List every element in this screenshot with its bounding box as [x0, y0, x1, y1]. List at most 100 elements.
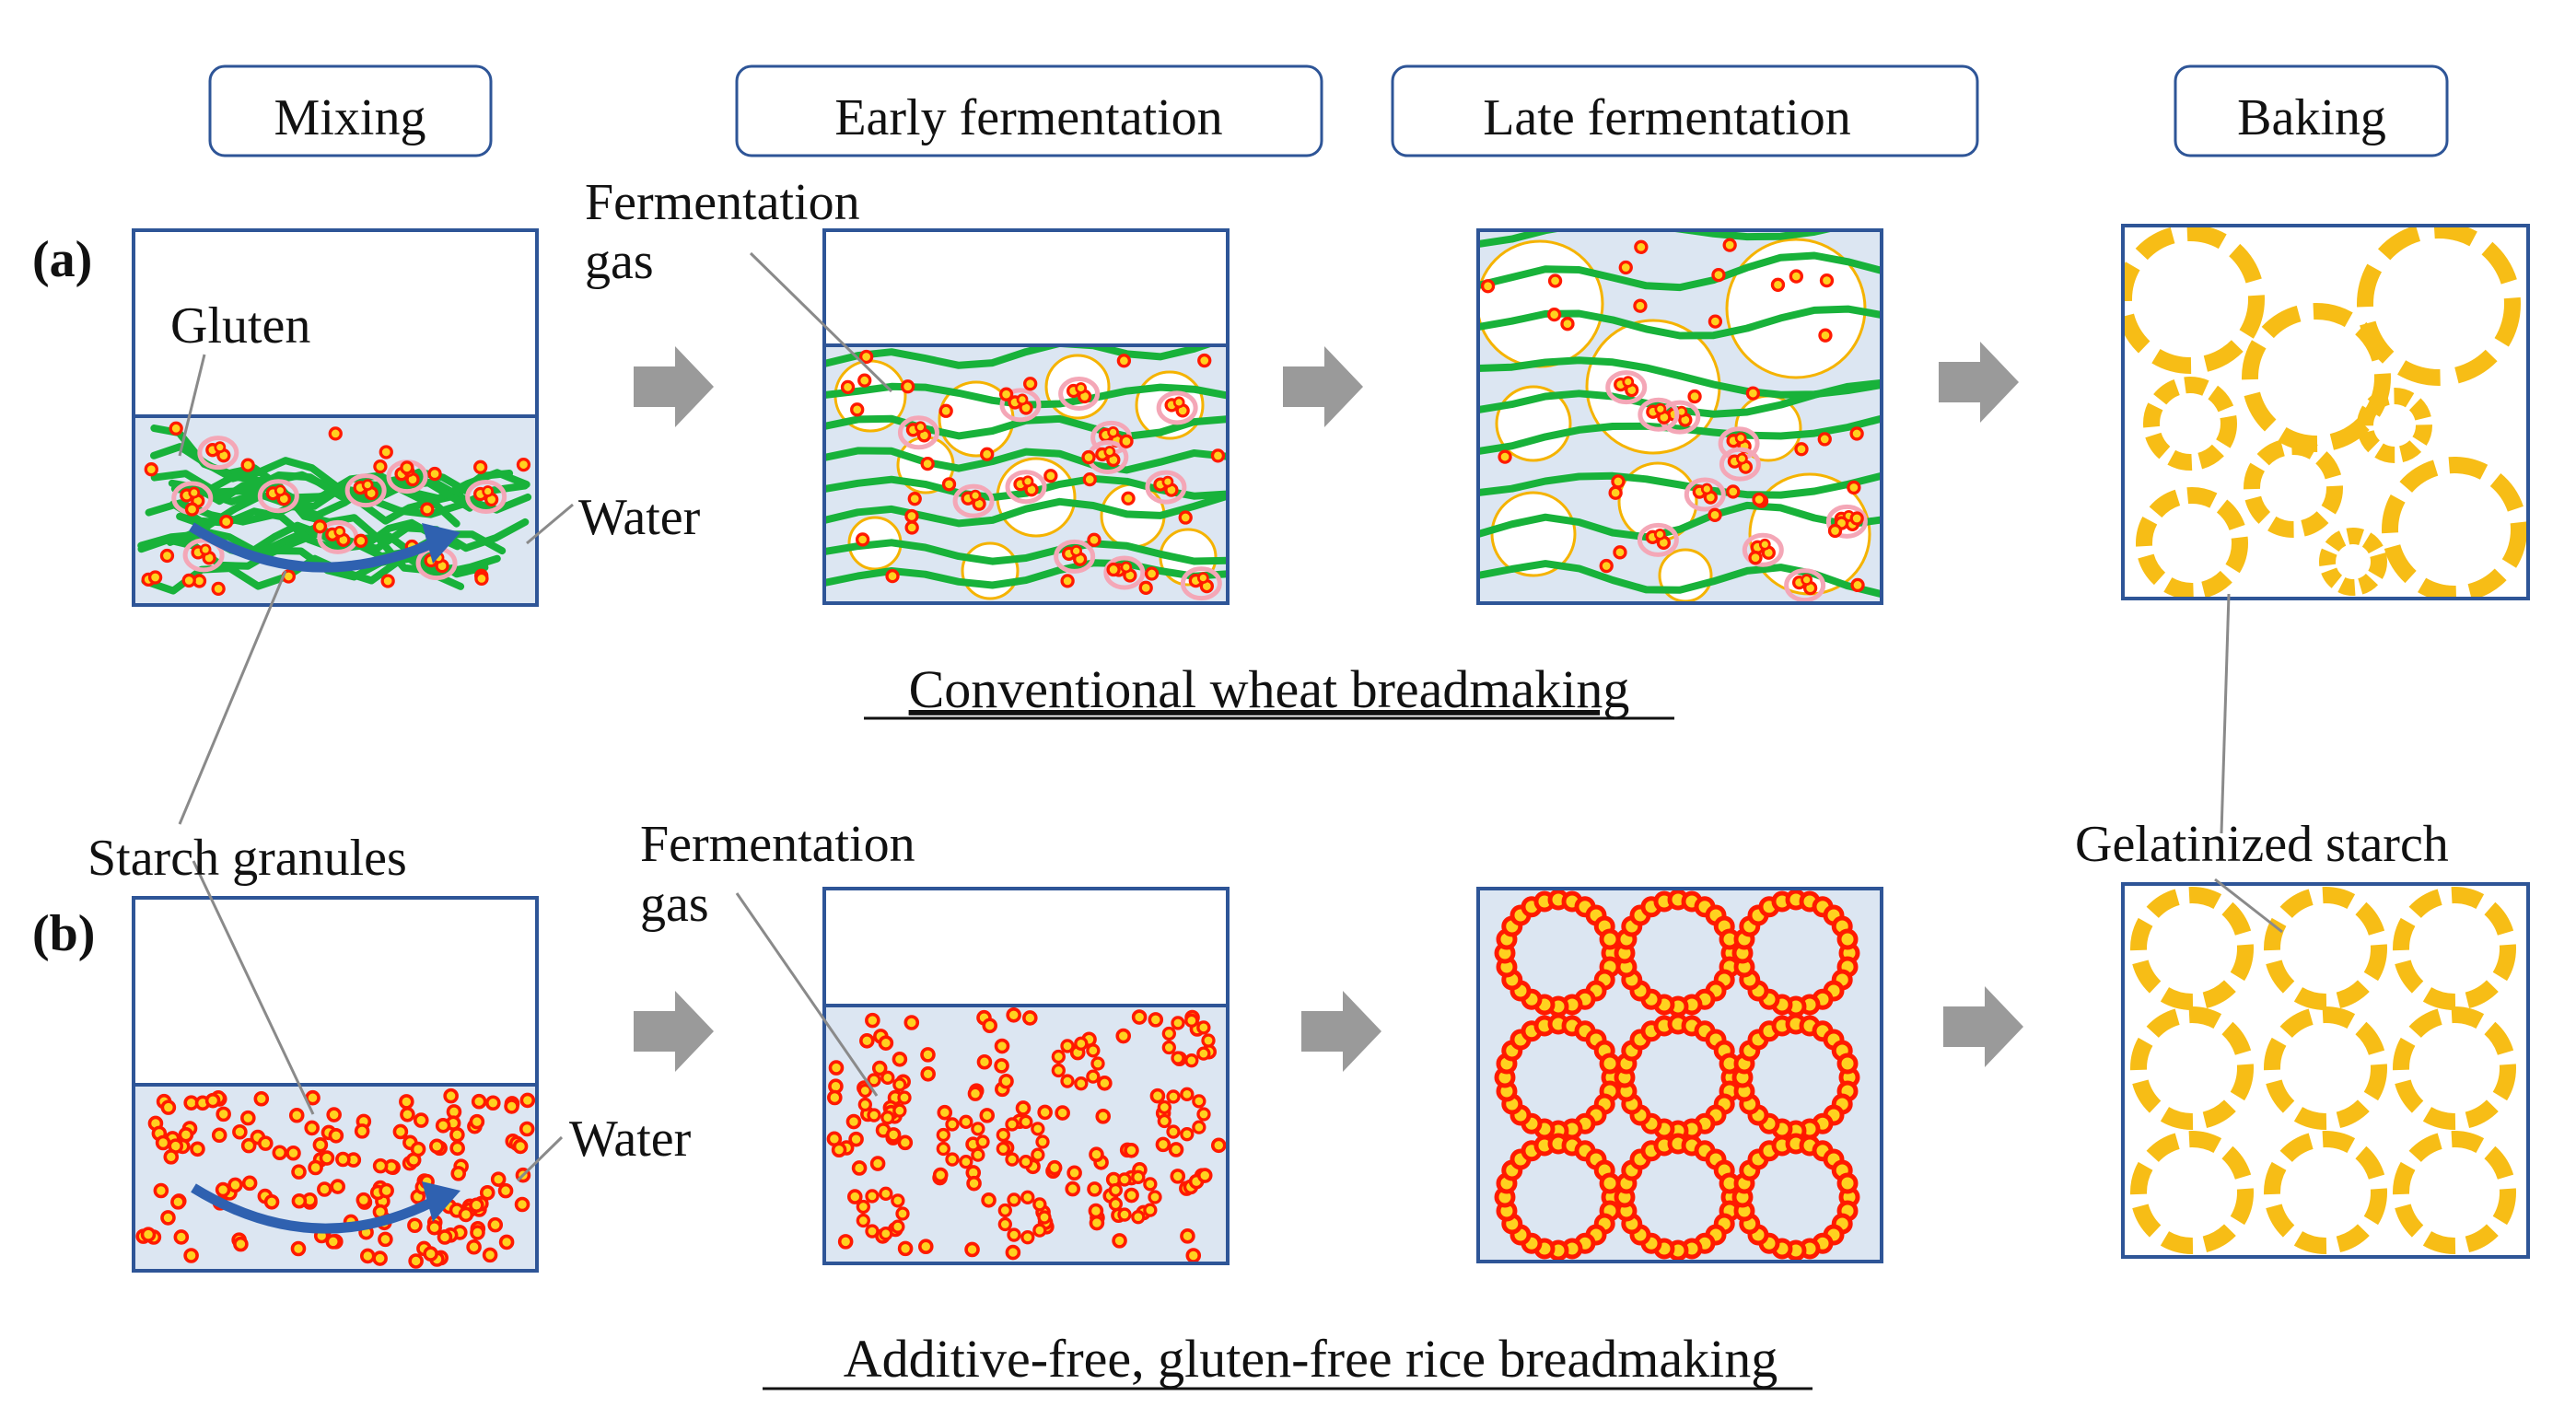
gelatinized-starch-ring: [2136, 487, 2248, 599]
gluten-strand: [168, 479, 460, 528]
starch-granule: [485, 1095, 501, 1111]
starch-granule: [1005, 1244, 1021, 1261]
label-water-b: Water: [569, 1111, 692, 1168]
gas-bubble: [961, 541, 1020, 600]
starch-granule: [1131, 1210, 1146, 1225]
starch-granule: [895, 1206, 910, 1221]
starch-granule: [971, 1147, 985, 1162]
starch-granule: [1086, 1043, 1101, 1058]
starch-granule: [1770, 277, 1786, 292]
starch-granule: [1081, 449, 1096, 465]
starch-granule: [427, 466, 442, 482]
starch-granule: [159, 548, 175, 564]
starch-granule: [885, 1127, 902, 1143]
panel-a-mixing: [132, 228, 539, 607]
starch-granule: [1711, 267, 1726, 283]
starch-granule: [967, 1086, 984, 1101]
starch-granule: [1046, 1159, 1063, 1176]
starch-granule: [232, 1123, 248, 1140]
leader-water-b: [516, 1135, 564, 1182]
starch-granule: [1108, 1196, 1123, 1212]
panel-a-baking: [2121, 224, 2530, 600]
starch-granule: [869, 1156, 886, 1171]
granule-cluster-halo: [1784, 568, 1826, 603]
starch-granule: [1171, 1016, 1185, 1030]
starch-granule: [871, 1060, 888, 1076]
starch-granule: [1836, 928, 1859, 950]
starch-granule: [1031, 1147, 1045, 1162]
starch-granule: [1007, 1192, 1021, 1207]
starch-granule: [330, 1179, 345, 1194]
starch-granule: [1849, 511, 1864, 526]
process-arrow-b3: [1943, 986, 2023, 1067]
gelatinized-starch-ring: [2264, 1131, 2387, 1254]
starch-granule: [920, 1047, 936, 1063]
starch-granule: [1022, 1010, 1038, 1026]
starch-granule: [435, 1118, 451, 1134]
starch-granule: [994, 1058, 1009, 1074]
gelatinized-starch-ring: [2357, 226, 2521, 386]
starch-granule: [482, 485, 495, 497]
starch-granule: [328, 426, 343, 441]
starch-granule: [846, 1189, 863, 1204]
starch-granule: [469, 1197, 484, 1214]
starch-granule: [470, 1225, 485, 1240]
starch-granule: [1726, 484, 1741, 499]
starch-granule: [258, 1135, 274, 1151]
starch-granule: [181, 573, 196, 588]
starch-granule: [1196, 572, 1209, 584]
starch-granule: [519, 1092, 536, 1109]
starch-granule: [1836, 1172, 1859, 1194]
starch-granule: [1023, 377, 1038, 391]
starch-granule: [1752, 492, 1766, 507]
granule-cluster-halo: [465, 480, 507, 515]
starch-granule: [1148, 1190, 1162, 1204]
starch-granule: [263, 1193, 280, 1210]
granule-cluster-halo: [1156, 390, 1198, 425]
starch-granule: [378, 1231, 393, 1248]
starch-granule: [1722, 238, 1737, 252]
starch-granule: [1185, 1248, 1202, 1263]
starch-granule: [1498, 449, 1512, 464]
granule-cluster-halo: [999, 388, 1042, 423]
starch-granule: [964, 1241, 980, 1258]
starch-granule: [904, 520, 919, 535]
starch-granule: [1560, 317, 1575, 331]
starch-granule: [286, 1145, 301, 1161]
leader-lines: [178, 251, 2283, 1182]
granule-cluster-halo: [1719, 447, 1761, 482]
starch-granule: [880, 1111, 895, 1125]
gluten-strand: [1478, 305, 1882, 340]
starch-granule: [426, 1219, 442, 1236]
starch-granule: [372, 1250, 388, 1266]
starch-granule: [1108, 1182, 1123, 1198]
starch-granule: [998, 387, 1014, 401]
starch-granule: [907, 492, 922, 506]
starch-granule: [1161, 475, 1174, 488]
starch-granule: [274, 484, 286, 497]
starch-granule: [308, 1159, 323, 1176]
starch-granule: [920, 457, 935, 471]
starch-granule: [938, 403, 953, 418]
starch-granule: [1170, 1169, 1186, 1184]
granule-cluster-halo: [1145, 470, 1187, 505]
starch-granule: [240, 1137, 257, 1154]
starch-granule: [1599, 558, 1614, 574]
starch-granule: [410, 1141, 426, 1157]
starch-granule: [1745, 386, 1761, 401]
starch-granule: [959, 1114, 973, 1129]
starch-granule: [892, 1052, 908, 1067]
starch-granule: [1035, 1134, 1050, 1149]
starch-granule: [380, 574, 395, 588]
granule-cluster-halo: [257, 479, 299, 514]
starch-granule: [1005, 1117, 1020, 1132]
starch-granule: [219, 514, 234, 529]
starch-granule: [867, 1073, 881, 1088]
starch-granule: [1060, 1074, 1075, 1088]
starch-granule: [1037, 1104, 1053, 1121]
starch-granule: [407, 1217, 423, 1234]
starch-granule: [994, 1038, 1010, 1054]
starch-granule: [233, 1236, 249, 1252]
starch-granule: [1106, 562, 1121, 577]
leader-starch-b: [192, 860, 315, 1115]
